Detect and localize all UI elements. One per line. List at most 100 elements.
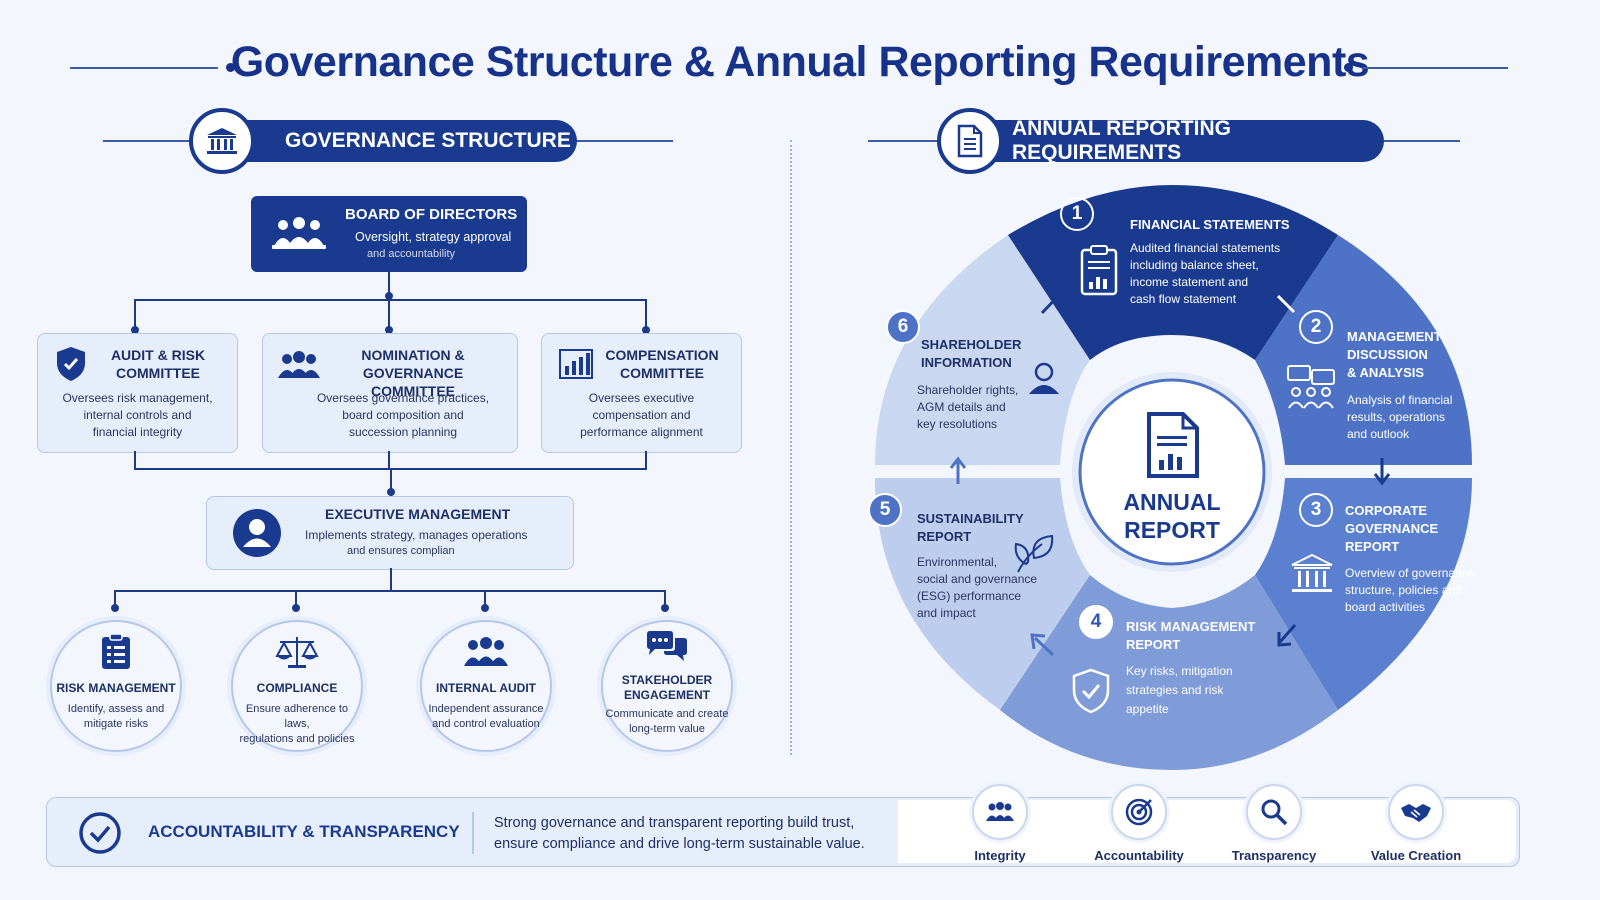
connector (390, 568, 392, 591)
connector (134, 299, 136, 332)
executive-desc-1: Implements strategy, manages operations (305, 528, 528, 542)
connector (645, 451, 647, 469)
magnifier-icon (1246, 784, 1302, 840)
function-title: RISK MANAGEMENT (56, 681, 176, 695)
nomination-governance-committee-box: NOMINATION &GOVERNANCE COMMITTEE Oversee… (262, 333, 518, 453)
value-label: Transparency (1231, 848, 1317, 863)
connector-dot (642, 326, 650, 334)
group-icon (277, 350, 321, 385)
segment-number: 3 (1299, 493, 1333, 527)
target-icon (1111, 784, 1167, 840)
connector (484, 590, 486, 610)
segment-2 (1255, 235, 1472, 465)
connector (388, 451, 390, 469)
connector-dot (111, 604, 119, 612)
leaf-icon (1012, 532, 1056, 581)
executive-desc-2: and ensures complian (347, 545, 455, 557)
footer-text: Strong governance and transparent report… (494, 815, 865, 852)
segment-6 (875, 235, 1090, 465)
shield-check-icon (1071, 668, 1111, 719)
connector-dot (481, 604, 489, 612)
function-title: INTERNAL AUDIT (436, 681, 536, 695)
value-label: Value Creation (1370, 848, 1462, 863)
document-icon (937, 108, 1003, 174)
title-rule-right (1362, 67, 1508, 69)
bank-icon (189, 108, 255, 174)
title-dot-left (226, 63, 235, 72)
annual-report-wheel (875, 185, 1472, 770)
function-title: COMPLIANCE (256, 681, 338, 695)
segment-title: FINANCIAL STATEMENTS (1130, 217, 1290, 232)
shield-icon (55, 346, 87, 387)
page-title: Governance Structure & Annual Reporting … (230, 38, 1370, 86)
connector (664, 590, 666, 610)
segment-desc: Environmental,social and governance(ESG)… (917, 555, 1038, 620)
gov-section-header: GOVERNANCE STRUCTURE (215, 120, 577, 162)
executive-management-box: EXECUTIVE MANAGEMENT Implements strategy… (206, 496, 574, 570)
handshake-icon (1388, 784, 1444, 840)
check-circle-icon (78, 811, 122, 860)
board-of-directors-box: BOARD OF DIRECTORS Oversight, strategy a… (251, 196, 527, 272)
team-icon (422, 636, 550, 673)
connector-dot (661, 604, 669, 612)
segment-3 (1255, 478, 1472, 710)
people-icon (972, 784, 1028, 840)
value-creation: Value Creation (1356, 784, 1476, 863)
segment-1 (1008, 185, 1338, 360)
scales-icon (233, 634, 361, 675)
connector (114, 590, 116, 610)
center-circle (1078, 378, 1266, 566)
report-header-rule-right (1382, 140, 1460, 142)
board-title: BOARD OF DIRECTORS (345, 206, 518, 223)
footer-label: ACCOUNTABILITY & TRANSPARENCY (148, 822, 460, 841)
connector (645, 299, 647, 332)
value-label: Accountability (1094, 848, 1184, 863)
connector (388, 272, 390, 300)
institution-icon (1290, 553, 1334, 600)
connector (134, 451, 136, 469)
connector (388, 299, 390, 332)
report-header-rule-left (868, 140, 943, 142)
gov-header-rule-right (575, 140, 673, 142)
board-group-icon (269, 216, 329, 257)
bar-chart-icon (558, 348, 594, 385)
function-desc: Ensure adherence to laws,regulations and… (239, 703, 355, 745)
connector (114, 590, 666, 592)
board-desc-1: Oversight, strategy approval (355, 230, 512, 244)
value-label: Integrity (974, 848, 1026, 863)
report-icon (1145, 412, 1201, 483)
clipboard-icon (52, 632, 180, 675)
value-integrity: Integrity (940, 784, 1060, 863)
segment-number: 6 (886, 310, 920, 344)
committee-title: NOMINATION &GOVERNANCE COMMITTEE (361, 347, 465, 399)
segment-5 (875, 478, 1090, 710)
segment-number: 5 (868, 493, 902, 527)
connector (390, 468, 392, 496)
connector-dot (385, 326, 393, 334)
shareholder-icon (1026, 360, 1062, 401)
segment-number: 4 (1079, 605, 1113, 639)
connector-dot (131, 326, 139, 334)
title-rule-left (70, 67, 218, 69)
